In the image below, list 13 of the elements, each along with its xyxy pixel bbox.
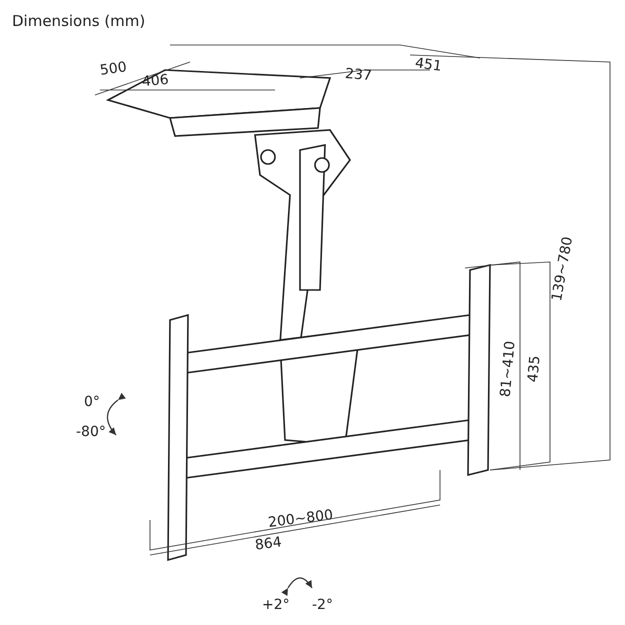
angle-label: +2° [262, 598, 290, 612]
dimension-label: 500 [99, 60, 128, 78]
angle-label: 0° [84, 395, 100, 409]
dimension-label: 864 [254, 535, 282, 553]
dimension-label: 435 [526, 355, 542, 383]
dimension-label: 451 [414, 56, 443, 74]
dimension-label: 237 [344, 66, 372, 84]
dimension-label: 139~780 [550, 236, 576, 302]
angle-label: -2° [312, 598, 333, 612]
dimension-label: 81~410 [498, 340, 518, 398]
angle-label: -80° [76, 425, 106, 439]
dimension-label: 200~800 [267, 508, 334, 530]
diagram-title: Dimensions (mm) [12, 14, 146, 29]
